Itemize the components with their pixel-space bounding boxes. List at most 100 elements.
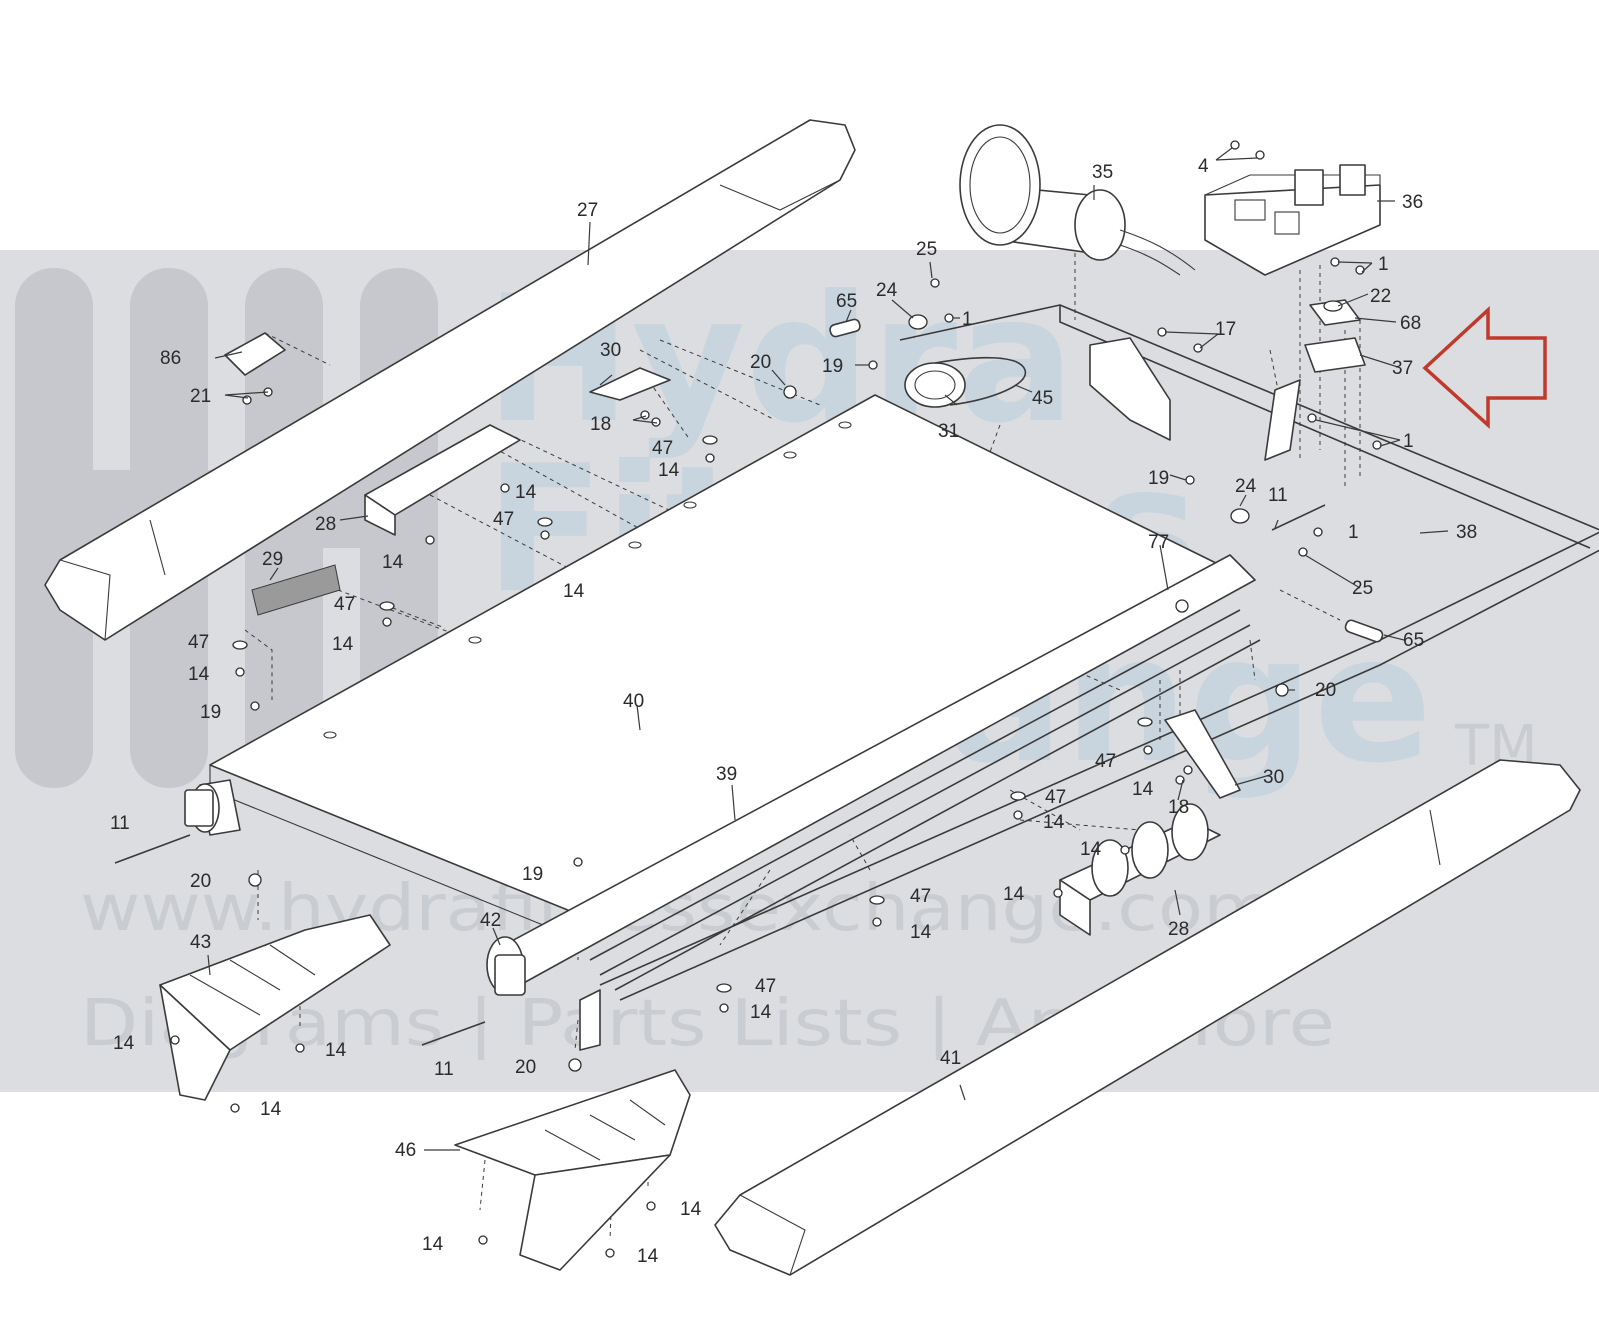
callout-27: 27	[577, 200, 598, 221]
motor-mount-17	[1089, 337, 1301, 461]
support-28-right	[1059, 803, 1221, 936]
callout-14-a: 14	[658, 460, 680, 481]
callout-31: 31	[938, 421, 959, 442]
callout-30-left: 30	[600, 340, 621, 361]
callout-47-f: 47	[1045, 787, 1066, 808]
callout-37: 37	[1392, 358, 1413, 379]
callout-47-d: 47	[188, 632, 209, 653]
callout-22: 22	[1370, 286, 1391, 307]
support-28-left	[364, 424, 521, 536]
washer-icon	[232, 300, 1343, 993]
callout-14-p: 14	[680, 1199, 702, 1220]
callout-17: 17	[1215, 319, 1236, 340]
controller-board-36	[1204, 164, 1381, 276]
rails-39	[589, 609, 1261, 991]
callout-68: 68	[1400, 313, 1421, 334]
callout-43: 43	[190, 932, 211, 953]
callout-25-top: 25	[916, 239, 937, 260]
callout-14-h: 14	[1043, 812, 1065, 833]
screw-icon	[170, 140, 1382, 1258]
callout-47-b: 47	[493, 509, 514, 530]
callout-14-n: 14	[325, 1040, 347, 1061]
callout-14-q: 14	[422, 1234, 444, 1255]
callout-65-right: 65	[1403, 630, 1424, 651]
callout-46: 46	[395, 1140, 416, 1161]
rear-roller	[184, 779, 241, 836]
callout-19-top: 19	[822, 356, 843, 377]
pad-29	[251, 564, 341, 616]
callout-20-top: 20	[750, 352, 771, 373]
callout-14-m: 14	[113, 1033, 135, 1054]
callout-20-center: 20	[515, 1057, 536, 1078]
callout-14-k: 14	[910, 922, 932, 943]
callout-14-d: 14	[563, 581, 585, 602]
callout-47-h: 47	[755, 976, 776, 997]
callout-47-e: 47	[1095, 751, 1116, 772]
callout-4: 4	[1198, 156, 1209, 177]
callout-14-b: 14	[515, 482, 537, 503]
callout-47-g: 47	[910, 886, 931, 907]
bracket-30-left	[589, 367, 671, 401]
axle-bolts	[114, 318, 1384, 1046]
callout-14-i: 14	[1080, 839, 1102, 860]
callout-1-right: 1	[1348, 522, 1359, 543]
callout-36: 36	[1402, 192, 1423, 213]
callout-19-left: 19	[200, 702, 221, 723]
callout-14-j: 14	[1003, 884, 1025, 905]
callout-30-right: 30	[1263, 767, 1284, 788]
callout-14-f: 14	[188, 664, 210, 685]
callout-47-c: 47	[334, 594, 355, 615]
callout-28-left: 28	[315, 514, 336, 535]
callout-1-board: 1	[1378, 254, 1389, 275]
callout-20-right: 20	[1315, 680, 1336, 701]
part-37-board	[1304, 337, 1366, 373]
callout-24-right: 24	[1235, 476, 1257, 497]
callout-11-center: 11	[434, 1059, 454, 1080]
flywheel-31	[904, 356, 1026, 408]
callout-11-left: 11	[110, 813, 130, 834]
motor-35	[959, 124, 1196, 276]
callout-14-l: 14	[750, 1002, 772, 1023]
side-rail-27	[44, 119, 856, 641]
front-roller-42	[486, 554, 1256, 996]
side-rail-41	[714, 759, 1581, 1276]
callout-19-center: 19	[522, 864, 543, 885]
callout-77: 77	[1148, 532, 1169, 553]
plate-86	[224, 332, 286, 376]
callout-19-right: 19	[1148, 468, 1169, 489]
callout-11-right: 11	[1268, 485, 1288, 506]
callout-1-bracket: 1	[1403, 431, 1414, 452]
callout-47-a: 47	[652, 438, 673, 459]
callout-20-left: 20	[190, 871, 211, 892]
callout-38: 38	[1456, 522, 1477, 543]
callout-18-left: 18	[590, 414, 611, 435]
callout-39: 39	[716, 764, 737, 785]
bracket-30-right	[1164, 709, 1241, 799]
callout-29: 29	[262, 549, 283, 570]
callout-1-top: 1	[962, 309, 973, 330]
fasteners	[170, 140, 1382, 1258]
callout-25-right: 25	[1352, 578, 1373, 599]
nut-icon	[248, 385, 1289, 1072]
callout-35: 35	[1092, 162, 1113, 183]
callout-40: 40	[623, 691, 644, 712]
end-cap-46	[454, 1069, 691, 1271]
callout-21: 21	[190, 386, 211, 407]
callout-18-right: 18	[1168, 797, 1189, 818]
callout-14-g: 14	[1132, 779, 1154, 800]
leader-lines	[207, 147, 1449, 1151]
callout-14-r: 14	[637, 1246, 659, 1267]
callout-24-top: 24	[876, 280, 898, 301]
callout-14-c: 14	[382, 552, 404, 573]
callout-labels: 4 36 1 22 68 37 1 17 35 27 86 21 30 18 4…	[110, 156, 1477, 1267]
end-cap-43	[159, 914, 391, 1101]
highlight-arrow-icon	[1422, 306, 1547, 429]
callout-14-e: 14	[332, 634, 354, 655]
callout-14-o: 14	[260, 1099, 282, 1120]
callout-45: 45	[1032, 388, 1053, 409]
callout-41: 41	[940, 1048, 961, 1069]
callout-86: 86	[160, 348, 181, 369]
callout-65-top: 65	[836, 291, 857, 312]
callout-42: 42	[480, 910, 501, 931]
